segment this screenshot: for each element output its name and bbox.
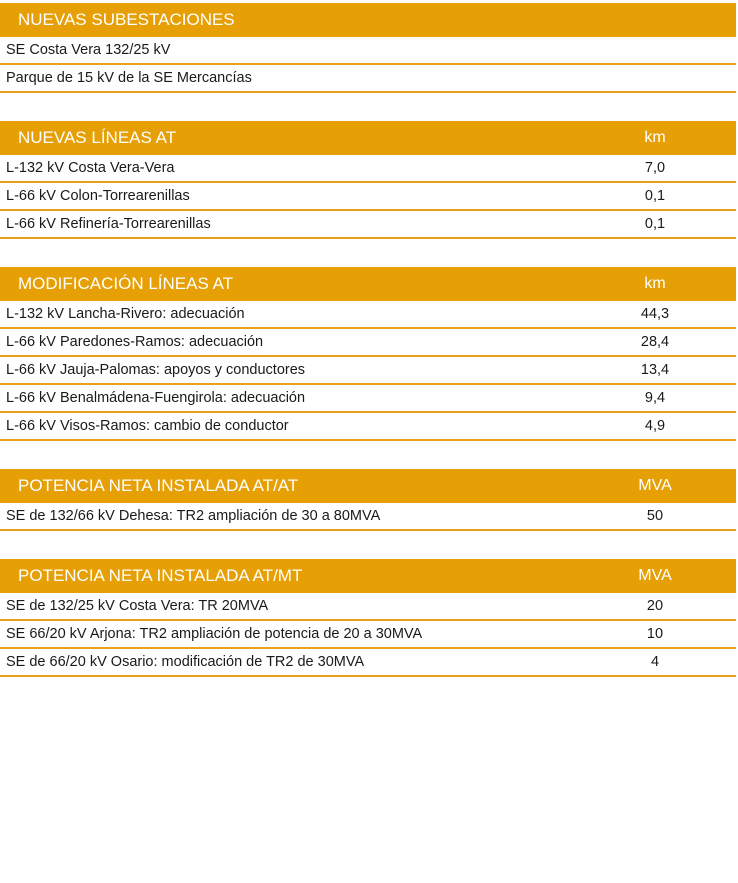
table-row: L-66 kV Visos-Ramos: cambio de conductor… — [0, 413, 736, 441]
table-section: NUEVAS LÍNEAS AT km L-132 kV Costa Vera-… — [0, 121, 736, 239]
table-section: NUEVAS SUBESTACIONES SE Costa Vera 132/2… — [0, 3, 736, 93]
table-row: SE 66/20 kV Arjona: TR2 ampliación de po… — [0, 621, 736, 649]
table-row: SE Costa Vera 132/25 kV — [0, 37, 736, 65]
table-row: L-66 kV Colon-Torrearenillas 0,1 — [0, 183, 736, 211]
unit-header: km — [644, 275, 666, 292]
row-value: 4 — [650, 654, 660, 670]
row-label: SE de 132/66 kV Dehesa: TR2 ampliación d… — [6, 508, 381, 524]
row-value: 50 — [646, 508, 664, 524]
section-title: POTENCIA NETA INSTALADA AT/MT — [18, 566, 303, 585]
row-label: L-66 kV Visos-Ramos: cambio de conductor — [6, 418, 289, 434]
row-label: SE 66/20 kV Arjona: TR2 ampliación de po… — [6, 626, 423, 642]
row-label: L-66 kV Benalmádena-Fuengirola: adecuaci… — [6, 390, 306, 406]
section-header: POTENCIA NETA INSTALADA AT/AT MVA — [0, 469, 736, 503]
row-label: L-132 kV Lancha-Rivero: adecuación — [6, 306, 245, 322]
row-label: SE Costa Vera 132/25 kV — [6, 42, 171, 58]
section-header: NUEVAS LÍNEAS AT km — [0, 121, 736, 155]
row-label: L-66 kV Colon-Torrearenillas — [6, 188, 190, 204]
row-value: 7,0 — [644, 160, 666, 176]
section-header: MODIFICACIÓN LÍNEAS AT km — [0, 267, 736, 301]
row-label: L-66 kV Paredones-Ramos: adecuación — [6, 334, 264, 350]
section-header: NUEVAS SUBESTACIONES — [0, 3, 736, 37]
table-row: SE de 66/20 kV Osario: modificación de T… — [0, 649, 736, 677]
table-section: MODIFICACIÓN LÍNEAS AT km L-132 kV Lanch… — [0, 267, 736, 441]
section-title: POTENCIA NETA INSTALADA AT/AT — [18, 476, 299, 495]
row-label: Parque de 15 kV de la SE Mercancías — [6, 70, 252, 86]
unit-header: MVA — [638, 477, 672, 494]
row-label: L-66 kV Refinería-Torrearenillas — [6, 216, 211, 232]
table-row: L-66 kV Benalmádena-Fuengirola: adecuaci… — [0, 385, 736, 413]
row-value: 20 — [646, 598, 664, 614]
row-label: L-132 kV Costa Vera-Vera — [6, 160, 175, 176]
section-title: NUEVAS LÍNEAS AT — [18, 128, 177, 147]
table-section: POTENCIA NETA INSTALADA AT/AT MVA SE de … — [0, 469, 736, 531]
section-title: MODIFICACIÓN LÍNEAS AT — [18, 274, 234, 293]
table-row: SE de 132/66 kV Dehesa: TR2 ampliación d… — [0, 503, 736, 531]
section-title: NUEVAS SUBESTACIONES — [18, 10, 235, 29]
row-label: SE de 132/25 kV Costa Vera: TR 20MVA — [6, 598, 269, 614]
row-value: 13,4 — [640, 362, 670, 378]
row-value: 28,4 — [640, 334, 670, 350]
table-row: Parque de 15 kV de la SE Mercancías — [0, 65, 736, 93]
table-row: L-66 kV Jauja-Palomas: apoyos y conducto… — [0, 357, 736, 385]
table-row: L-132 kV Costa Vera-Vera 7,0 — [0, 155, 736, 183]
section-header: POTENCIA NETA INSTALADA AT/MT MVA — [0, 559, 736, 593]
row-value: 10 — [646, 626, 664, 642]
infrastructure-tables: NUEVAS SUBESTACIONES SE Costa Vera 132/2… — [0, 3, 736, 705]
row-value: 44,3 — [640, 306, 670, 322]
table-row: L-66 kV Refinería-Torrearenillas 0,1 — [0, 211, 736, 239]
row-value: 4,9 — [644, 418, 666, 434]
row-label: SE de 66/20 kV Osario: modificación de T… — [6, 654, 365, 670]
row-value: 0,1 — [644, 188, 666, 204]
table-row: L-132 kV Lancha-Rivero: adecuación 44,3 — [0, 301, 736, 329]
unit-header: km — [644, 129, 666, 146]
unit-header: MVA — [638, 567, 672, 584]
table-row: SE de 132/25 kV Costa Vera: TR 20MVA 20 — [0, 593, 736, 621]
row-value: 9,4 — [644, 390, 666, 406]
table-row: L-66 kV Paredones-Ramos: adecuación 28,4 — [0, 329, 736, 357]
row-value: 0,1 — [644, 216, 666, 232]
table-section: POTENCIA NETA INSTALADA AT/MT MVA SE de … — [0, 559, 736, 677]
row-label: L-66 kV Jauja-Palomas: apoyos y conducto… — [6, 362, 306, 378]
